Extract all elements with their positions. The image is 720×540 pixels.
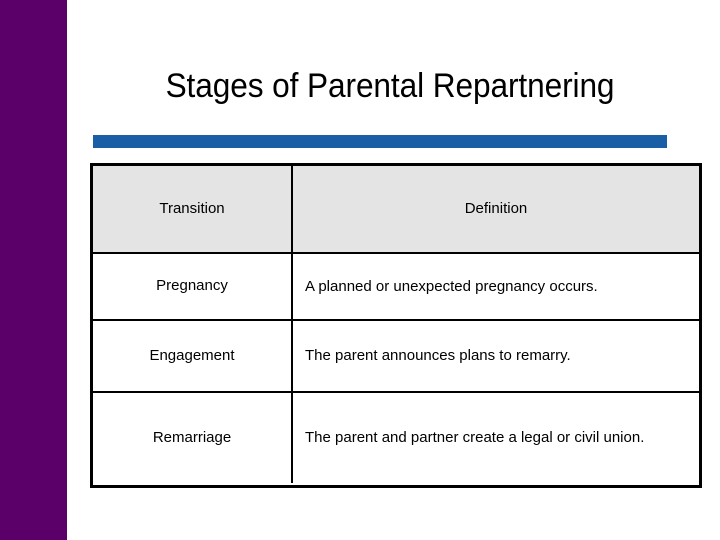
page-title: Stages of Parental Repartnering bbox=[165, 67, 615, 106]
column-header-definition: Definition bbox=[464, 200, 528, 218]
cell-transition: Pregnancy bbox=[93, 254, 293, 319]
table-row: Remarriage The parent and partner create… bbox=[93, 393, 699, 483]
decorative-left-band bbox=[0, 0, 67, 540]
column-header-transition: Transition bbox=[93, 166, 293, 252]
title-accent-bar bbox=[93, 135, 667, 148]
cell-definition: The parent and partner create a legal or… bbox=[305, 429, 645, 447]
cell-definition: The parent announces plans to remarry. bbox=[305, 347, 571, 365]
cell-definition: A planned or unexpected pregnancy occurs… bbox=[305, 277, 598, 295]
cell-transition: Remarriage bbox=[93, 393, 293, 483]
table-header-row: Transition Definition bbox=[93, 166, 699, 254]
table-row: Engagement The parent announces plans to… bbox=[93, 321, 699, 393]
cell-transition: Engagement bbox=[93, 321, 293, 391]
stages-table: Transition Definition Pregnancy A planne… bbox=[90, 163, 702, 488]
table-row: Pregnancy A planned or unexpected pregna… bbox=[93, 254, 699, 321]
